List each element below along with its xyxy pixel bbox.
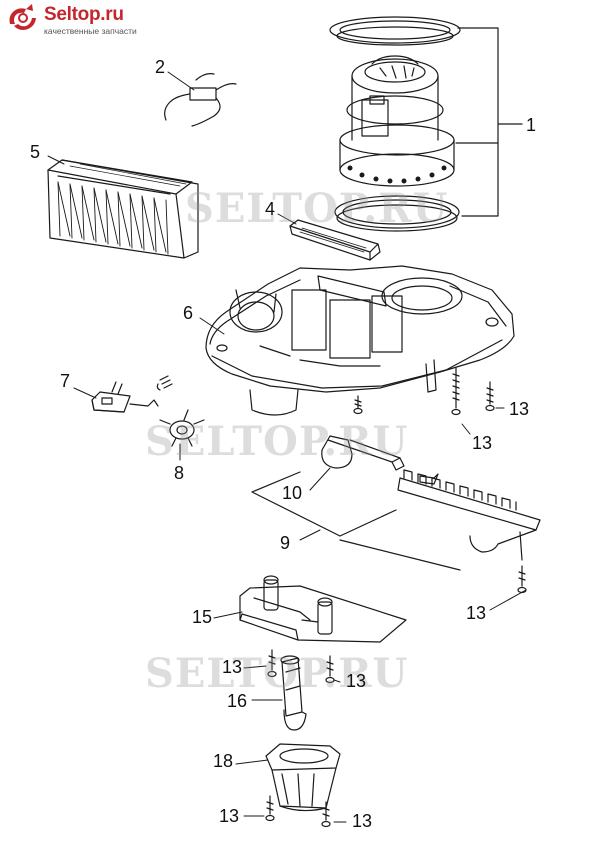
watermark: SELTOP.RU: [185, 185, 449, 232]
callout-13: 13: [352, 811, 373, 831]
brand-logo-block[interactable]: Seltop.ru качественные запчасти: [6, 2, 176, 36]
callout-13: 13: [509, 399, 530, 419]
pipe-part: [280, 655, 307, 731]
watermark: SELTOP.RU: [145, 650, 409, 697]
brand-name: Seltop.ru: [44, 4, 124, 25]
callout-18: 18: [213, 751, 234, 771]
callout-13: 13: [219, 806, 240, 826]
callout-13: 13: [466, 603, 487, 623]
watermark: SELTOP.RU: [145, 418, 409, 465]
callout-2: 2: [155, 57, 166, 77]
callout-13: 13: [222, 657, 243, 677]
grille-part: [289, 219, 381, 261]
base-plate-part: [239, 575, 407, 643]
callout-8: 8: [174, 463, 185, 483]
callout-7: 7: [60, 371, 71, 391]
switch-part: [91, 375, 173, 413]
cable-part: [164, 73, 237, 127]
callout-4: 4: [265, 199, 276, 219]
callout-1: 1: [526, 115, 537, 135]
housing-part: [205, 265, 515, 416]
motor-assembly-part: [329, 16, 461, 232]
leader-lines: [47, 71, 527, 823]
callout-15: 15: [192, 607, 213, 627]
callout-16: 16: [227, 691, 248, 711]
callout-6: 6: [183, 303, 194, 323]
bottom-housing-part: [265, 743, 341, 812]
filter-part: [47, 159, 199, 259]
callout-10: 10: [282, 483, 303, 503]
callout-13: 13: [472, 433, 493, 453]
callout-5: 5: [30, 142, 41, 162]
callout-9: 9: [280, 533, 291, 553]
cable-comb-part: [251, 469, 541, 571]
brand-tagline: качественные запчасти: [44, 26, 137, 36]
seltop-logo-icon: [9, 4, 36, 30]
fan-clip-part: [159, 409, 205, 447]
callout-13: 13: [346, 671, 367, 691]
